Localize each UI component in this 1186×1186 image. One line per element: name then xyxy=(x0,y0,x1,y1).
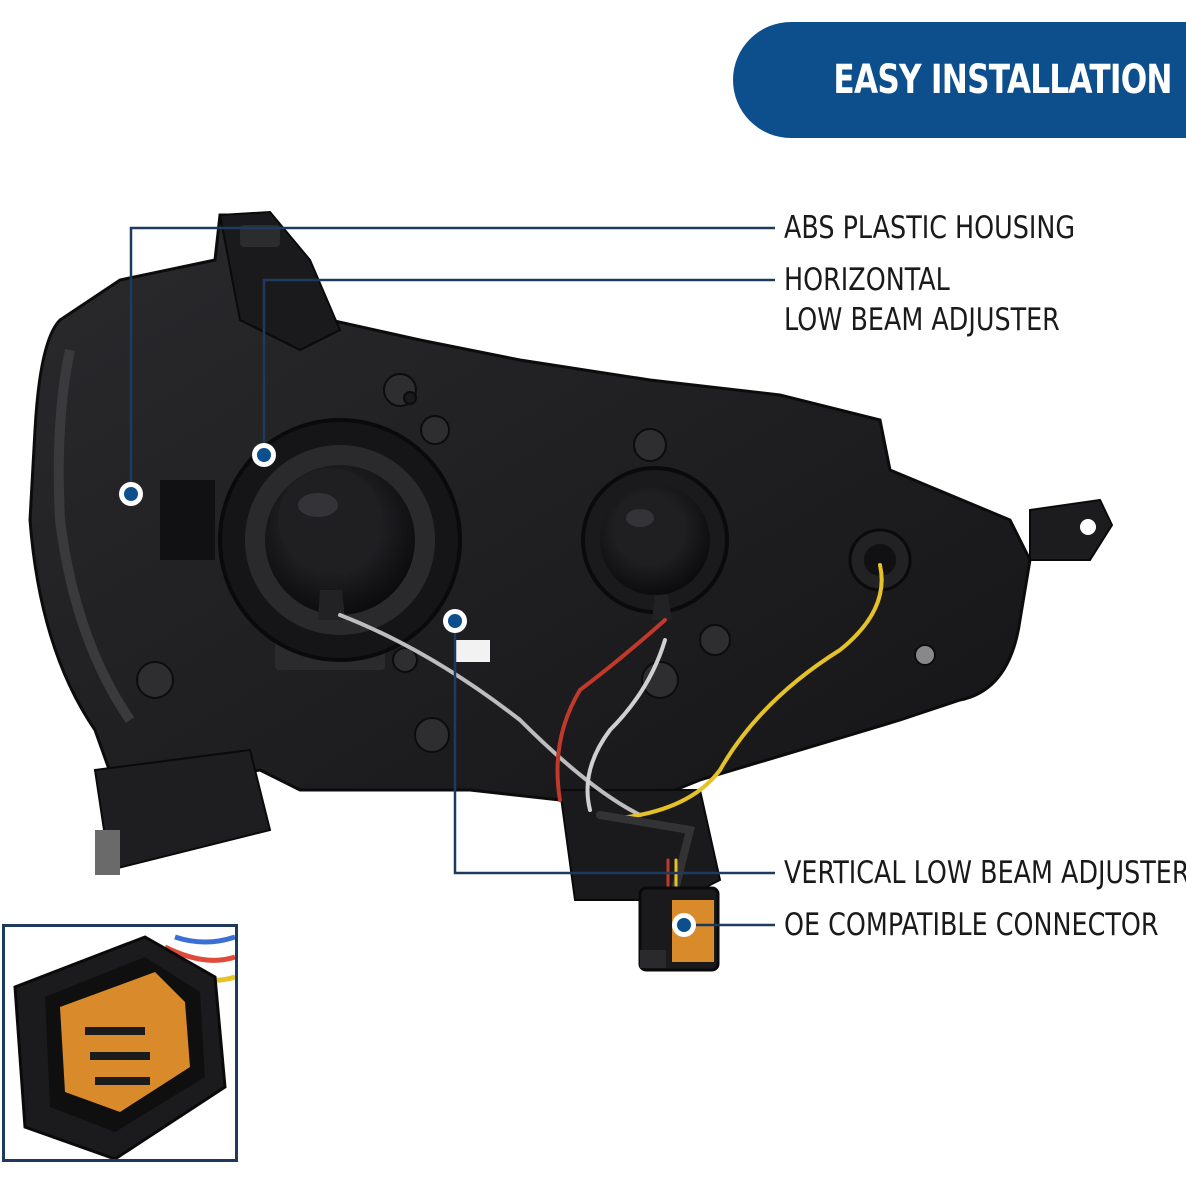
side-marker-socket xyxy=(848,528,912,592)
callout-horizontal-line-2: LOW BEAM ADJUSTER xyxy=(784,302,1060,338)
high-beam-cap xyxy=(581,466,729,620)
connector-closeup-icon xyxy=(13,934,235,1159)
banner-title: EASY INSTALLATION xyxy=(833,57,1173,103)
vertical-adjuster-marker-icon xyxy=(443,609,467,633)
mounting-bosses xyxy=(136,373,936,753)
callout-connector-line: OE COMPATIBLE CONNECTOR xyxy=(784,907,1159,943)
connector-closeup-inset xyxy=(2,924,238,1162)
housing-marker-icon xyxy=(119,482,143,506)
callout-vertical-adjuster: VERTICAL LOW BEAM ADJUSTER xyxy=(784,853,1186,893)
wiring-harness xyxy=(338,563,884,894)
easy-installation-banner: EASY INSTALLATION xyxy=(733,22,1186,138)
low-beam-cap xyxy=(218,418,462,662)
horizontal-adjuster-marker-icon xyxy=(252,443,276,467)
callout-horizontal-adjuster: HORIZONTAL LOW BEAM ADJUSTER xyxy=(784,260,1060,340)
callout-connector: OE COMPATIBLE CONNECTOR xyxy=(784,905,1159,945)
connector-marker-icon xyxy=(672,913,696,937)
callout-housing-line: ABS PLASTIC HOUSING xyxy=(784,210,1076,246)
callout-horizontal-line-1: HORIZONTAL xyxy=(784,262,950,298)
callout-housing: ABS PLASTIC HOUSING xyxy=(784,208,1075,248)
callout-markers xyxy=(119,443,696,937)
callout-vertical-line: VERTICAL LOW BEAM ADJUSTER xyxy=(784,855,1186,891)
callout-leader-lines xyxy=(129,226,775,927)
